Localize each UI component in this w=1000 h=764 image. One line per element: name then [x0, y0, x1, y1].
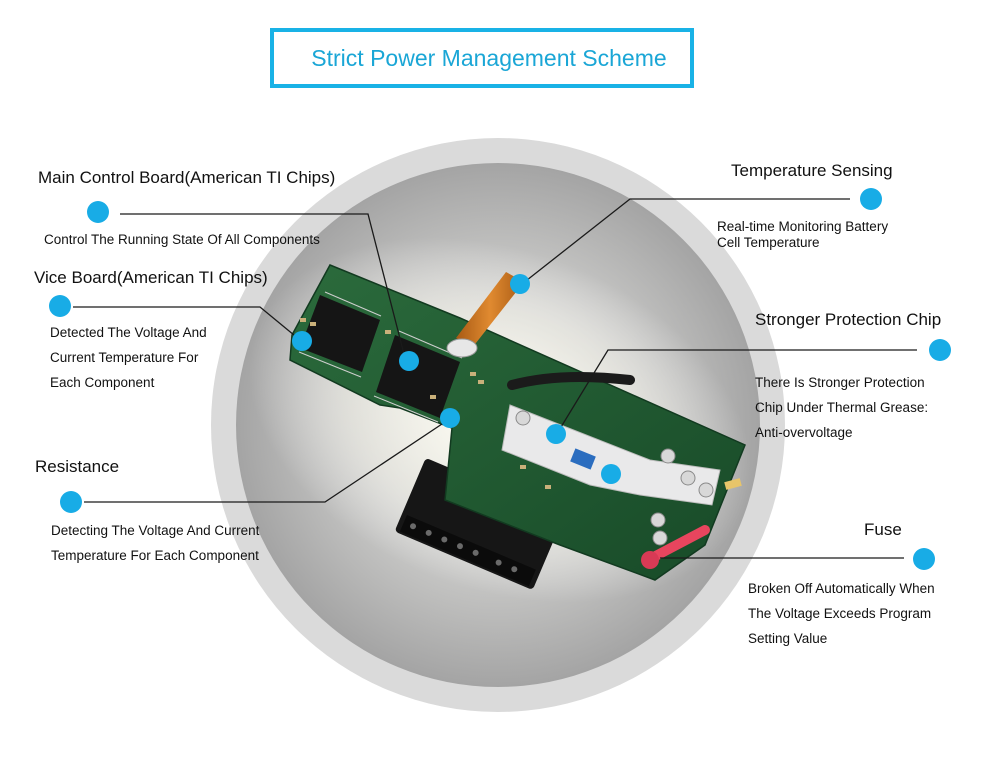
temperature-sensor-flex: [446, 272, 524, 358]
leader-line-resistance: [84, 419, 449, 503]
yellow-tab: [724, 478, 742, 490]
label-dot-resistance: [60, 491, 82, 513]
callout-description-fuse: Broken Off Automatically When The Voltag…: [748, 576, 935, 651]
label-dot-vice-board: [49, 295, 71, 317]
callout-description-vice-board: Detected The Voltage And Current Tempera…: [50, 320, 207, 395]
marker-dot-stronger-protection-chip: [546, 424, 566, 444]
marker-dot-main-control-board: [399, 351, 419, 371]
callout-label-resistance: Resistance: [35, 457, 120, 476]
description-line: Control The Running State Of All Compone…: [44, 232, 320, 247]
callout-description-temperature-sensing: Real-time Monitoring Battery Cell Temper…: [717, 219, 888, 251]
description-line: Temperature For Each Component: [51, 548, 259, 563]
leader-line-main-control-board: [120, 213, 407, 363]
pcb-assembly: [289, 264, 746, 589]
leader-line-vice-board: [73, 306, 301, 341]
callout-description-resistance: Detecting The Voltage And Current Temper…: [51, 518, 259, 568]
callout-label-vice-board: Vice Board(American TI Chips): [34, 268, 268, 287]
marker-dot-protection-plate: [601, 464, 621, 484]
description-line: Setting Value: [748, 631, 828, 646]
protection-chip: [570, 448, 596, 470]
marker-dot-vice-board: [292, 331, 312, 351]
label-dot-stronger-protection-chip: [929, 339, 951, 361]
callout-label-fuse: Fuse: [864, 520, 902, 539]
callout-description-main-control-board: Control The Running State Of All Compone…: [44, 227, 320, 252]
leader-line-temperature-sensing: [521, 198, 850, 285]
connector: [395, 459, 563, 589]
page-title: Strict Power Management Scheme: [311, 44, 667, 71]
description-line: Real-time Monitoring Battery: [717, 219, 889, 234]
description-line: There Is Stronger Protection: [755, 375, 925, 390]
label-dot-main-control-board: [87, 201, 109, 223]
description-line: Chip Under Thermal Grease:: [755, 400, 929, 415]
description-line: Cell Temperature: [717, 235, 820, 250]
description-line: Each Component: [50, 375, 155, 390]
description-line: Detected The Voltage And: [50, 325, 207, 340]
label-dot-temperature-sensing: [860, 188, 882, 210]
marker-dot-temperature-sensing: [510, 274, 530, 294]
description-line: Current Temperature For: [50, 350, 199, 365]
description-line: The Voltage Exceeds Program: [748, 606, 932, 621]
description-line: Anti-overvoltage: [755, 425, 853, 440]
callout-label-temperature-sensing: Temperature Sensing: [731, 161, 893, 180]
callout-description-stronger-protection-chip: There Is Stronger Protection Chip Under …: [755, 370, 928, 445]
description-line: Detecting The Voltage And Current: [51, 523, 260, 538]
leader-line-stronger-protection-chip: [557, 349, 917, 433]
fuse-wire: [643, 525, 710, 565]
title-box: Strict Power Management Scheme: [270, 28, 694, 88]
main-control-chip: [376, 335, 460, 418]
callout-label-stronger-protection-chip: Stronger Protection Chip: [755, 310, 942, 329]
description-line: Broken Off Automatically When: [748, 581, 935, 596]
marker-dot-resistance: [440, 408, 460, 428]
vice-board-chip: [300, 295, 380, 372]
black-wire: [507, 371, 635, 390]
label-dot-fuse: [913, 548, 935, 570]
callout-label-main-control-board: Main Control Board(American TI Chips): [38, 168, 336, 187]
